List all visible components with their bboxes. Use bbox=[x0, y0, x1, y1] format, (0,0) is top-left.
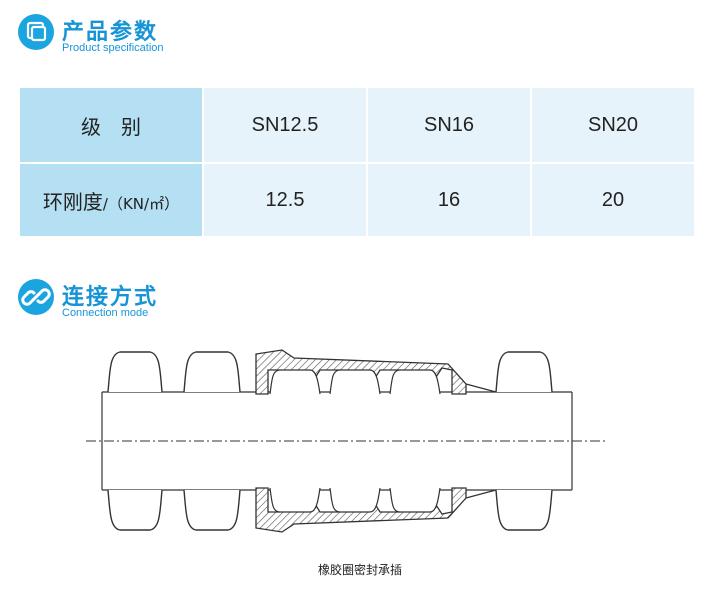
grade-cell: SN16 bbox=[368, 88, 530, 162]
spec-section-subtitle: Product specification bbox=[62, 42, 164, 54]
connection-section-title: 连接方式 bbox=[62, 285, 159, 310]
stiffness-header-cell: 环刚度/（KN/㎡） bbox=[20, 164, 202, 236]
corrugation-top bbox=[269, 369, 321, 395]
spec-section-title: 产品参数 bbox=[62, 20, 159, 45]
corrugation-bottom bbox=[183, 489, 241, 531]
chain-link-icon bbox=[18, 279, 54, 315]
diagram-caption: 橡胶圈密封承插 bbox=[317, 563, 402, 577]
corrugation-bottom bbox=[269, 487, 321, 513]
table-row: 级 别 SN12.5 SN16 SN20 bbox=[20, 88, 694, 162]
corrugation-top bbox=[329, 369, 381, 395]
corrugation-bottom bbox=[495, 489, 553, 531]
stiffness-unit: /（KN/㎡） bbox=[102, 194, 180, 213]
table-row: 环刚度/（KN/㎡） 12.5 16 20 bbox=[20, 164, 694, 236]
stiffness-value-cell: 16 bbox=[368, 164, 530, 236]
corrugation-top bbox=[183, 351, 241, 393]
connection-section-subtitle: Connection mode bbox=[62, 307, 149, 319]
corrugation-bottom bbox=[329, 487, 381, 513]
grade-cell: SN20 bbox=[532, 88, 694, 162]
rubber-ring-socket-joint-diagram bbox=[86, 349, 606, 533]
stiffness-value-cell: 20 bbox=[532, 164, 694, 236]
stiffness-label: 环刚度 bbox=[42, 189, 103, 214]
corrugation-bottom bbox=[107, 489, 163, 531]
spec-table: 级 别 SN12.5 SN16 SN20 环刚度/（KN/㎡） 12.5 16 … bbox=[18, 86, 696, 238]
box-icon bbox=[18, 14, 54, 50]
corrugation-top bbox=[389, 369, 441, 395]
stiffness-value-cell: 12.5 bbox=[204, 164, 366, 236]
corrugation-top bbox=[107, 351, 163, 393]
corrugation-bottom bbox=[389, 487, 441, 513]
socket-taper-bottom bbox=[465, 489, 497, 499]
corrugation-top bbox=[495, 351, 553, 393]
grade-cell: SN12.5 bbox=[204, 88, 366, 162]
grade-header-cell: 级 别 bbox=[20, 88, 202, 162]
socket-taper-top bbox=[465, 383, 497, 393]
